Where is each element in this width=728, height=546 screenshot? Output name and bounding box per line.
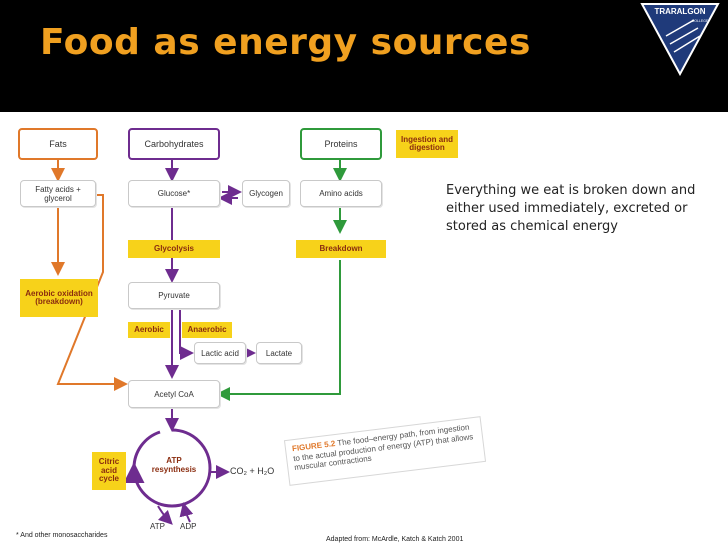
- title-bar: Food as energy sources: [0, 0, 728, 112]
- college-logo: TRARALGON COLLEGE: [640, 3, 720, 76]
- lactate-box: Lactate: [256, 342, 302, 364]
- glycolysis-label: Glycolysis: [128, 240, 220, 258]
- footnote: * And other monosaccharides: [16, 532, 108, 539]
- ingestion-digestion-label: Ingestion and digestion: [396, 130, 458, 158]
- proteins-box: Proteins: [300, 128, 382, 160]
- carbohydrates-box: Carbohydrates: [128, 128, 220, 160]
- food-energy-diagram: Fats Carbohydrates Proteins Ingestion an…: [0, 112, 493, 546]
- fatty-acids-box: Fatty acids + glycerol: [20, 180, 96, 207]
- logo-text: TRARALGON: [654, 7, 705, 16]
- glycogen-box: Glycogen: [242, 180, 290, 207]
- logo-subtext: COLLEGE: [692, 19, 709, 23]
- anaerobic-label: Anaerobic: [182, 322, 232, 338]
- products-label: CO₂ + H₂O: [230, 466, 275, 476]
- slide-content: Fats Carbohydrates Proteins Ingestion an…: [0, 112, 728, 546]
- citric-acid-cycle-label: Citric acid cycle: [92, 452, 126, 490]
- lactic-acid-box: Lactic acid: [194, 342, 246, 364]
- fats-box: Fats: [18, 128, 98, 160]
- diagram-connectors: [51, 160, 347, 525]
- acetyl-coa-box: Acetyl CoA: [128, 380, 220, 408]
- body-text: Everything we eat is broken down and eit…: [446, 183, 696, 234]
- glucose-box: Glucose*: [128, 180, 220, 207]
- source-citation: Adapted from: McArdle, Katch & Katch 200…: [326, 536, 464, 543]
- amino-acids-box: Amino acids: [300, 180, 382, 207]
- breakdown-label: Breakdown: [296, 240, 386, 258]
- adp-label: ADP: [180, 522, 197, 531]
- aerobic-oxidation-label: Aerobic oxidation (breakdown): [20, 279, 98, 317]
- pyruvate-box: Pyruvate: [128, 282, 220, 309]
- atp-resynthesis-label: ATP resynthesis: [151, 456, 197, 474]
- slide-title: Food as energy sources: [40, 22, 531, 63]
- atp-label: ATP: [150, 522, 165, 531]
- aerobic-label: Aerobic: [128, 322, 170, 338]
